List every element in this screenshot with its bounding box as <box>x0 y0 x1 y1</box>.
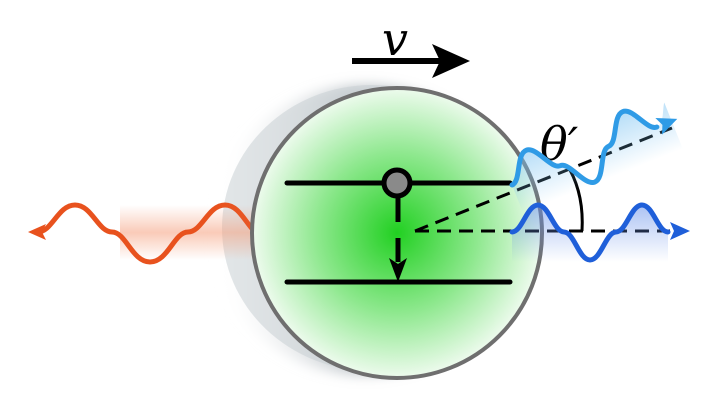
arrow-right-icon <box>670 222 690 240</box>
velocity-label: v <box>382 12 408 66</box>
blueshifted-wave-angled <box>509 102 683 213</box>
arrow-right-icon <box>352 44 470 78</box>
electron <box>381 167 413 199</box>
redshifted-wave-left <box>28 202 299 265</box>
arrow-right-icon <box>655 117 678 135</box>
blueshifted-wave-forward <box>509 202 690 263</box>
atom <box>250 86 544 380</box>
arrow-left-icon <box>28 224 46 240</box>
arrow-down-icon <box>389 195 407 282</box>
